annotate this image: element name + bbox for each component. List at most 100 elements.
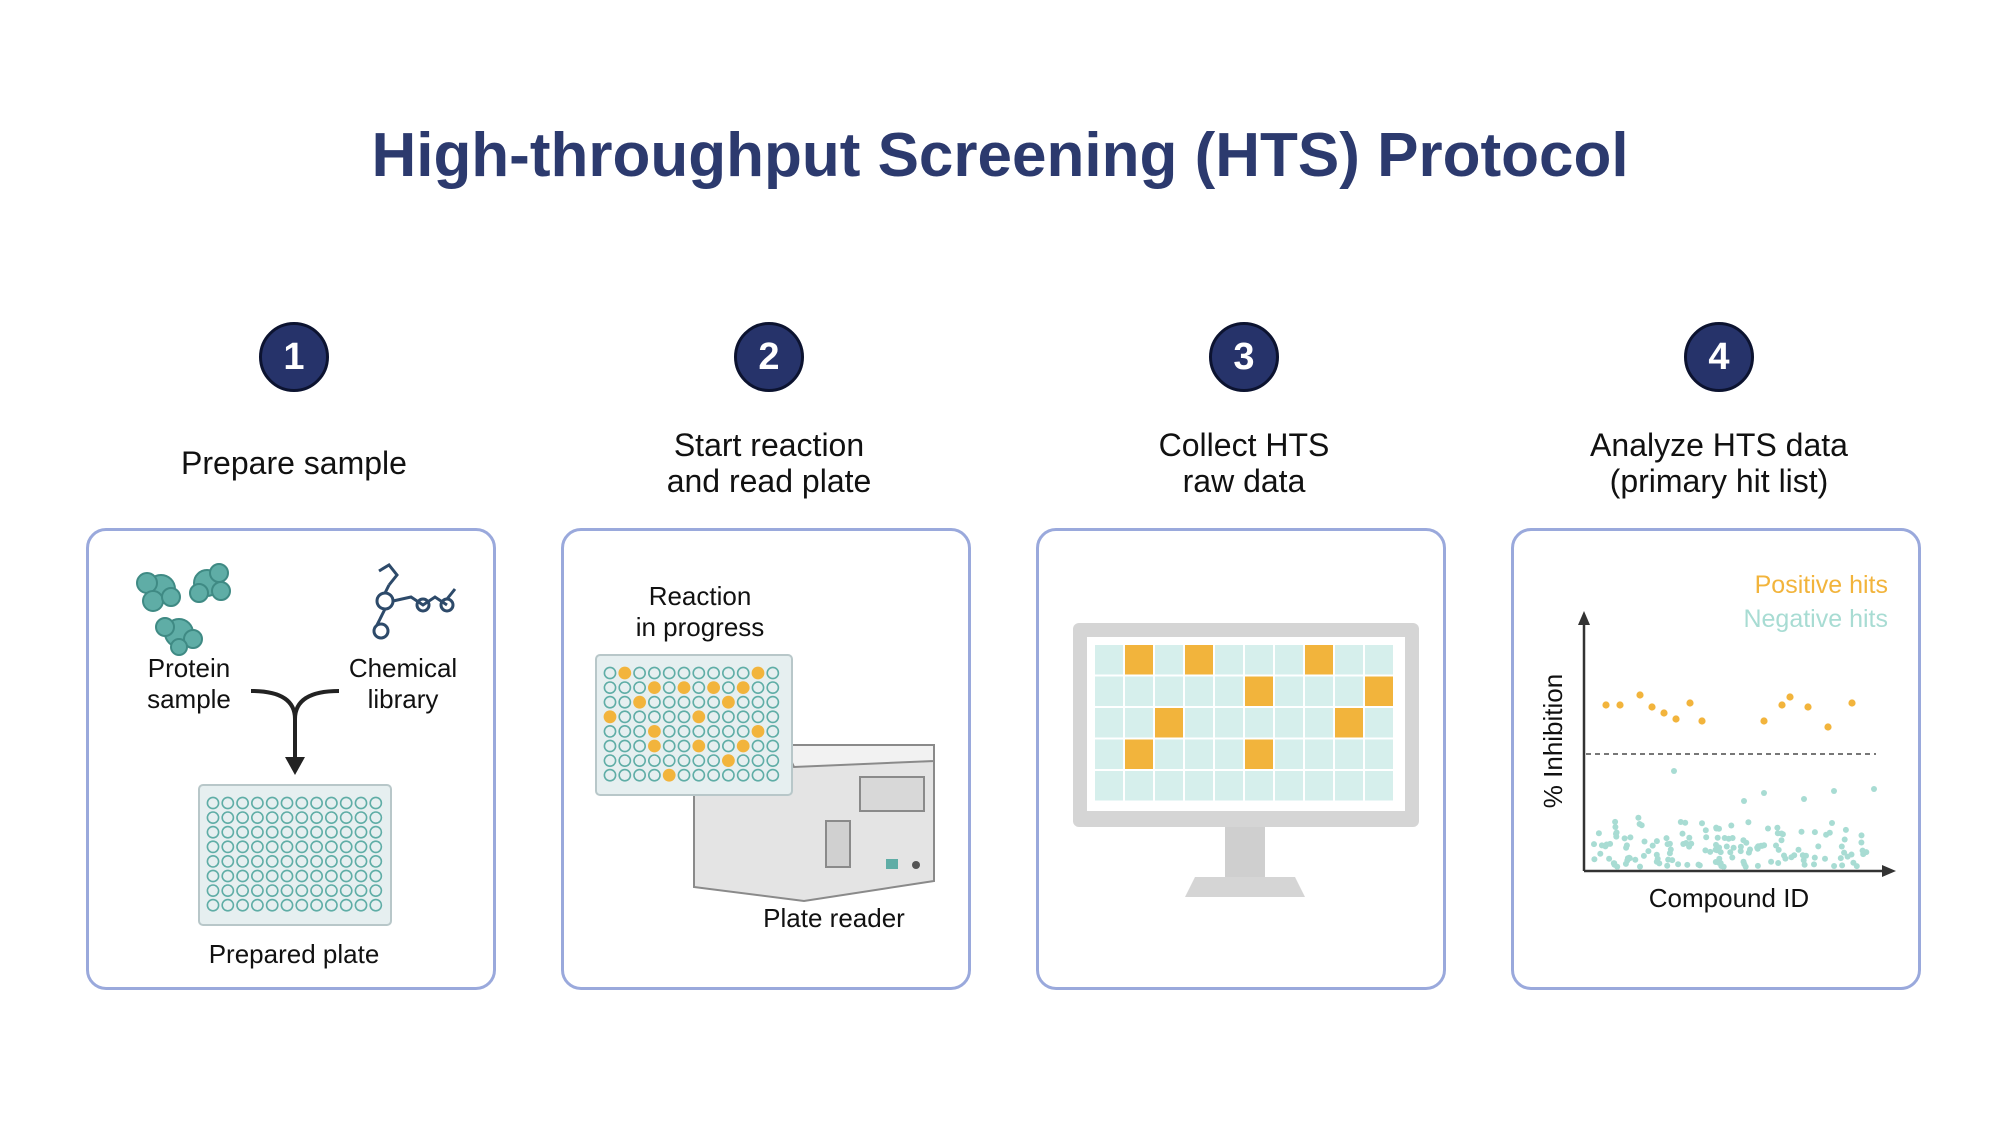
negative-hit-point [1622, 860, 1629, 867]
negative-hit-point [1684, 861, 1691, 868]
step-label: Collect HTS raw data [1158, 427, 1330, 499]
grid-cell-hit [1245, 739, 1273, 769]
plate-well [250, 884, 264, 897]
plate-well [721, 681, 735, 694]
plate-well [354, 811, 368, 824]
plate-well [250, 796, 264, 810]
plate-well [707, 754, 720, 767]
grid-cell [1095, 708, 1123, 738]
plate-well [692, 754, 706, 767]
negative-hit-point [1666, 840, 1673, 847]
grid-cell [1215, 739, 1243, 769]
negative-hit-point [1745, 819, 1752, 826]
plate-well-hit [662, 768, 676, 782]
plate-well [236, 811, 249, 824]
negative-hit-point [1627, 834, 1634, 841]
negative-hit-point [1811, 829, 1818, 836]
plate-well [324, 869, 338, 883]
protein-icon [136, 563, 231, 656]
plate-well [310, 840, 323, 854]
grid-cell [1155, 676, 1183, 706]
plate-well [603, 739, 617, 753]
plate-well [633, 681, 646, 694]
plate-well [633, 724, 646, 738]
negative-hit-point [1632, 856, 1639, 863]
prepare-sample-panel: Protein sample Chemical library Prepared… [86, 528, 496, 990]
reaction-panel: Reaction in progress Plate reader [561, 528, 971, 990]
plate-well [677, 768, 691, 782]
negative-hit-point [1782, 855, 1789, 862]
plate-well [339, 840, 353, 854]
grid-cell-hit [1125, 645, 1153, 675]
legend-positive-hits: Positive hits [1754, 571, 1888, 599]
negative-hit-point [1682, 819, 1689, 826]
plate-well [250, 854, 264, 868]
negative-hit-point [1745, 849, 1752, 856]
plate-well [766, 768, 780, 782]
plate-well [603, 666, 617, 680]
negative-hit-point [1831, 788, 1837, 794]
plate-well [618, 681, 632, 694]
plate-well [721, 739, 735, 753]
step-label: Analyze HTS data (primary hit list) [1590, 427, 1848, 499]
plate-well [677, 666, 691, 680]
merge-arrow-icon [250, 689, 340, 775]
plate-well [206, 898, 220, 912]
plate-well [280, 898, 294, 912]
plate-well-hit [721, 754, 735, 767]
plate-well [369, 898, 383, 912]
positive-hit-point [1804, 703, 1812, 711]
grid-cell-hit [1245, 676, 1273, 706]
negative-hit-point [1822, 855, 1828, 862]
plate-well-hit [751, 666, 765, 680]
negative-hit-point [1623, 842, 1630, 849]
grid-cell [1155, 645, 1183, 675]
negative-hit-point [1741, 798, 1747, 804]
grid-cell [1095, 739, 1123, 769]
plate-well [221, 869, 235, 883]
negative-hit-point [1683, 840, 1690, 846]
plate-well [648, 710, 661, 724]
negative-hit-point [1686, 834, 1693, 841]
negative-hit-point [1671, 768, 1677, 774]
grid-cell [1215, 708, 1243, 738]
plate-well [310, 898, 323, 912]
grid-cell [1125, 676, 1153, 706]
plate-well [707, 710, 720, 724]
negative-hit-point [1715, 859, 1722, 866]
positive-hit-point [1616, 701, 1624, 709]
grid-cell-hit [1305, 645, 1333, 675]
plate-well [339, 811, 353, 824]
grid-cell [1155, 771, 1183, 801]
negative-hit-point [1664, 862, 1671, 869]
negative-hit-point [1595, 830, 1602, 837]
negative-hit-point [1761, 842, 1768, 849]
plate-well [295, 811, 309, 824]
plate-well [310, 811, 323, 824]
negative-hit-point [1695, 861, 1702, 868]
positive-hit-point [1648, 703, 1656, 711]
plate-well [633, 739, 646, 753]
plate-well [221, 884, 235, 897]
plate-well [707, 724, 720, 738]
grid-cell [1125, 771, 1153, 801]
negative-hit-point [1613, 829, 1620, 836]
grid-cell [1245, 645, 1273, 675]
grid-cell [1185, 771, 1213, 801]
plate-well [662, 710, 676, 724]
plate-well [751, 710, 765, 724]
step-number-badge: 4 [1684, 322, 1754, 392]
negative-hit-point [1815, 843, 1822, 850]
plate-well [339, 869, 353, 883]
plate-well-hit [648, 739, 661, 753]
plate-well [236, 825, 249, 839]
grid-cell-hit [1335, 708, 1363, 738]
plate-well [221, 854, 235, 868]
plate-well [221, 825, 235, 839]
plate-well [766, 710, 780, 724]
positive-hit-point [1602, 701, 1610, 709]
plate-well [751, 754, 765, 767]
positive-hit-point [1824, 723, 1832, 731]
plate-well [206, 811, 220, 824]
plate-well [310, 796, 323, 810]
